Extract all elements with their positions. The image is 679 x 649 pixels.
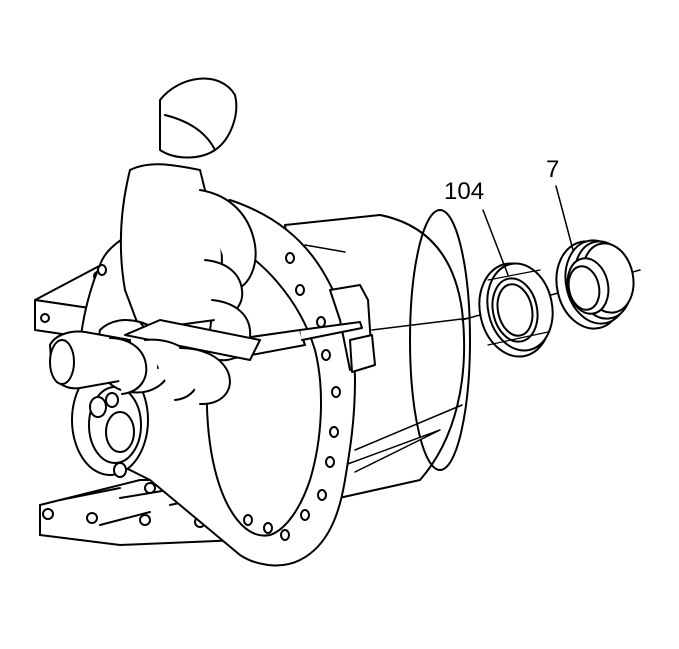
- rim-bolt-hole: [98, 265, 106, 275]
- rim-bolt-hole: [330, 427, 338, 437]
- rim-bolt-hole: [332, 387, 340, 397]
- rim-bolt-hole: [296, 285, 304, 295]
- flange-bolt-hole: [145, 483, 155, 493]
- rim-bolt-hole: [318, 490, 326, 500]
- flange-bolt-hole: [41, 314, 49, 322]
- callout-label-seal: 7: [546, 156, 560, 183]
- rim-bolt-hole: [322, 350, 330, 360]
- rim-bolt-hole: [317, 317, 325, 327]
- seal-part: [549, 234, 640, 334]
- leader-line-bearing: [483, 210, 508, 275]
- rim-bolt-hole: [301, 510, 309, 520]
- bearing-part: [471, 257, 560, 363]
- rim-bolt-hole: [264, 523, 272, 533]
- flange-bolt-hole: [140, 515, 150, 525]
- callout-label-bearing: 104: [444, 178, 485, 205]
- leader-lines: [483, 186, 573, 275]
- rim-bolt-hole: [286, 253, 294, 263]
- hammer: [50, 320, 260, 404]
- rim-bolt-hole: [326, 457, 334, 467]
- flange-bolt-hole: [43, 509, 53, 519]
- rim-bolt-hole: [281, 530, 289, 540]
- flange-bolt-hole: [87, 513, 97, 523]
- rim-bolt-hole: [244, 515, 252, 525]
- leader-line-seal: [556, 186, 573, 250]
